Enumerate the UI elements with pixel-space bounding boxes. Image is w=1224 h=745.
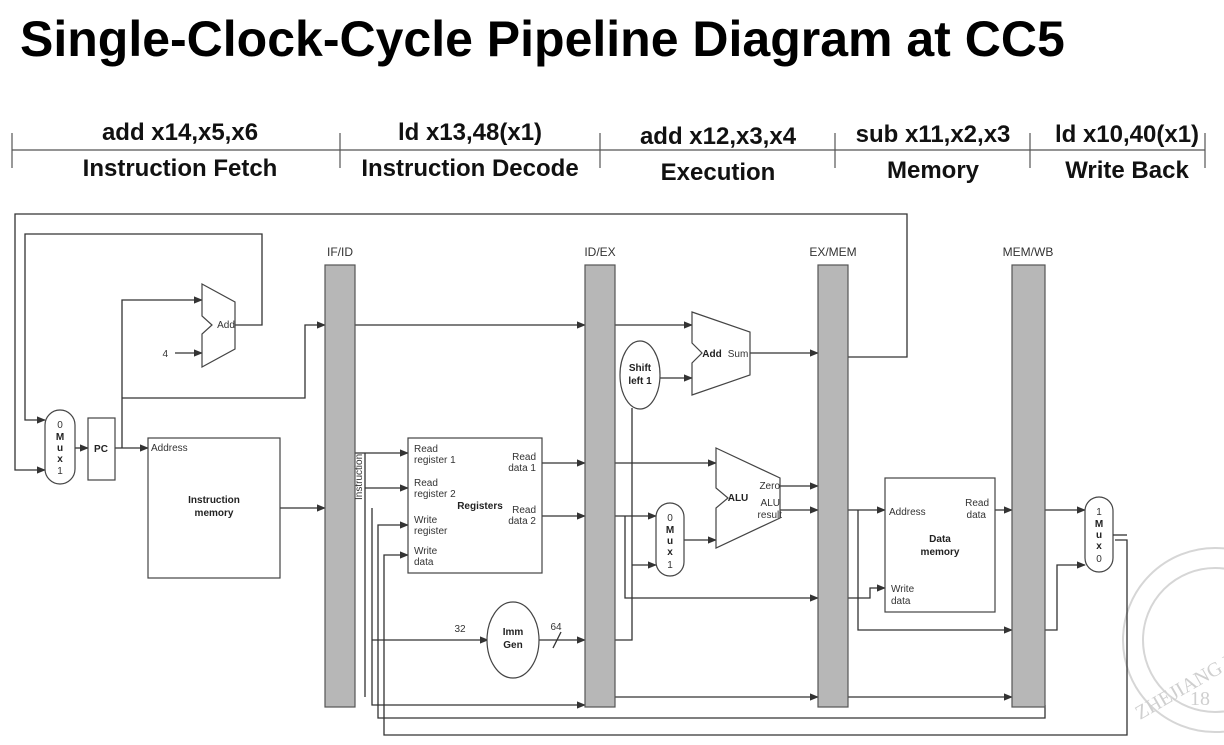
stage-if-instruction: add x14,x5,x6 [102, 119, 258, 146]
stage-ex-name: Execution [661, 159, 776, 186]
svg-text:0: 0 [1096, 554, 1102, 565]
stage-header: add x14,x5,x6 Instruction Fetch ld x13,4… [11, 119, 1206, 186]
svg-text:Add: Add [217, 320, 235, 331]
pc-adder: Add [201, 282, 236, 369]
stage-if-name: Instruction Fetch [83, 155, 278, 182]
svg-text:x: x [57, 454, 63, 465]
svg-text:u: u [57, 443, 63, 454]
stage-mem-instruction: sub x11,x2,x3 [856, 121, 1011, 148]
svg-text:Data: Data [929, 534, 951, 545]
pipeline-register-ex-mem: EX/MEM [809, 245, 857, 708]
stage-id-name: Instruction Decode [361, 155, 578, 182]
svg-text:data: data [891, 596, 911, 607]
shift-left-1: Shift left 1 [619, 340, 661, 410]
svg-text:x: x [1096, 541, 1102, 552]
svg-text:Address: Address [151, 443, 188, 454]
alu: ALU Zero ALU result [715, 447, 783, 549]
svg-text:data 1: data 1 [508, 463, 536, 474]
pc-register: PC [87, 417, 116, 481]
university-seal-watermark: 18 ZHEJIANG U [1122, 547, 1224, 733]
svg-text:data: data [414, 557, 434, 568]
svg-text:u: u [667, 536, 673, 547]
stage-wb-name: Write Back [1065, 157, 1189, 184]
svg-text:Read: Read [414, 478, 438, 489]
pipeline-register-if-id: IF/ID [324, 245, 356, 708]
svg-text:register: register [414, 526, 448, 537]
svg-text:0: 0 [667, 513, 673, 524]
svg-text:18: 18 [1190, 688, 1210, 710]
svg-text:Write: Write [414, 515, 438, 526]
svg-text:left 1: left 1 [628, 376, 652, 387]
stage-wb-instruction: ld x10,40(x1) [1055, 121, 1199, 148]
svg-text:Zero: Zero [759, 481, 780, 492]
svg-text:1: 1 [1096, 507, 1102, 518]
svg-text:1: 1 [667, 560, 673, 571]
svg-text:data: data [967, 510, 987, 521]
svg-text:MEM/WB: MEM/WB [1003, 245, 1054, 259]
svg-text:0: 0 [57, 420, 63, 431]
svg-text:ID/EX: ID/EX [584, 245, 615, 259]
svg-text:memory: memory [921, 547, 960, 558]
slide-title: Single-Clock-Cycle Pipeline Diagram at C… [20, 11, 1065, 67]
svg-text:M: M [1095, 519, 1103, 530]
stage-id-instruction: ld x13,48(x1) [398, 119, 542, 146]
data-memory: Address Read data Data memory Write data [884, 477, 996, 613]
stage-ex-instruction: add x12,x3,x4 [640, 123, 797, 150]
svg-text:Sum: Sum [728, 349, 749, 360]
pipeline-register-id-ex: ID/EX [584, 245, 616, 708]
svg-text:Gen: Gen [503, 640, 522, 651]
svg-text:PC: PC [94, 444, 108, 455]
svg-text:IF/ID: IF/ID [327, 245, 353, 259]
svg-text:u: u [1096, 530, 1102, 541]
svg-text:Shift: Shift [629, 363, 652, 374]
svg-text:Address: Address [889, 507, 926, 518]
stage-mem-name: Memory [887, 157, 980, 184]
svg-text:32: 32 [454, 624, 466, 635]
svg-text:Read: Read [512, 452, 536, 463]
svg-text:register 2: register 2 [414, 489, 456, 500]
svg-text:ALU: ALU [761, 498, 780, 509]
svg-text:64: 64 [550, 622, 562, 633]
svg-text:data 2: data 2 [508, 516, 536, 527]
svg-text:register 1: register 1 [414, 455, 456, 466]
svg-text:EX/MEM: EX/MEM [809, 245, 856, 259]
svg-text:x: x [667, 547, 673, 558]
svg-text:M: M [56, 432, 64, 443]
alu-src-mux: 0 M u x 1 [655, 502, 685, 577]
svg-text:Instruction: Instruction [188, 495, 240, 506]
constant-four: 4 [162, 349, 168, 360]
svg-text:Registers: Registers [457, 501, 503, 512]
svg-text:Add: Add [702, 349, 721, 360]
datapath-wires [14, 213, 1128, 736]
imm-gen: Imm Gen 32 64 [454, 601, 562, 679]
register-file: Read register 1 Read register 2 Write re… [407, 437, 543, 574]
svg-text:Write: Write [891, 584, 915, 595]
svg-text:Read: Read [965, 498, 989, 509]
svg-text:result: result [758, 510, 783, 521]
pipeline-register-mem-wb: MEM/WB [1003, 245, 1054, 708]
svg-text:Read: Read [414, 444, 438, 455]
svg-text:Imm: Imm [503, 627, 524, 638]
branch-adder: Add Sum [691, 311, 751, 396]
svg-text:Read: Read [512, 505, 536, 516]
svg-text:memory: memory [195, 508, 234, 519]
svg-text:M: M [666, 525, 674, 536]
svg-text:Write: Write [414, 546, 438, 557]
writeback-mux: 1 M u x 0 [1084, 496, 1114, 573]
svg-text:1: 1 [57, 466, 63, 477]
svg-text:ALU: ALU [728, 493, 749, 504]
pc-mux: 0 M u x 1 [44, 409, 76, 485]
instruction-memory: Address Instruction memory [147, 437, 281, 579]
instruction-label: Instruction [354, 454, 365, 500]
